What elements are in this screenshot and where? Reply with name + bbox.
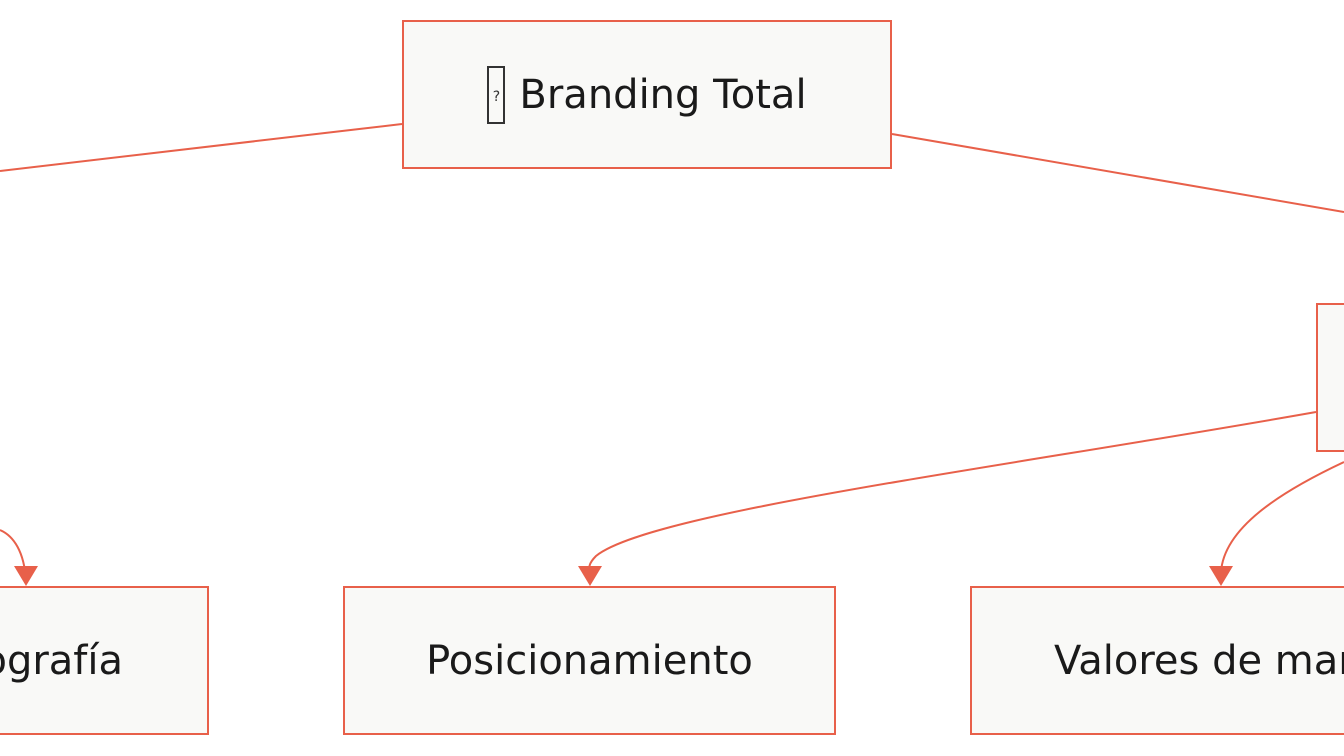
node-branding-total: ? Branding Total bbox=[402, 20, 892, 169]
node-tipografia: ografía bbox=[0, 586, 209, 735]
node-right-partial bbox=[1316, 303, 1344, 452]
node-tipografia-label: ografía bbox=[0, 637, 123, 684]
edge-root-to-right bbox=[891, 133, 1344, 213]
missing-glyph-icon: ? bbox=[487, 65, 506, 124]
node-posicionamiento-label: Posicionamiento bbox=[426, 637, 753, 684]
edge-right-to-valores bbox=[1220, 461, 1344, 573]
arrowhead-posicionamiento bbox=[578, 566, 602, 586]
node-posicionamiento: Posicionamiento bbox=[343, 586, 836, 735]
edge-root-to-left bbox=[0, 123, 403, 172]
edge-right-to-posicionamiento bbox=[588, 411, 1317, 573]
arrowhead-valores bbox=[1209, 566, 1233, 586]
node-branding-total-label: Branding Total bbox=[519, 71, 807, 118]
node-valores-label: Valores de mar bbox=[1054, 637, 1344, 684]
node-valores-de-marca: Valores de mar bbox=[970, 586, 1344, 735]
arrowhead-tipografia bbox=[14, 566, 38, 586]
